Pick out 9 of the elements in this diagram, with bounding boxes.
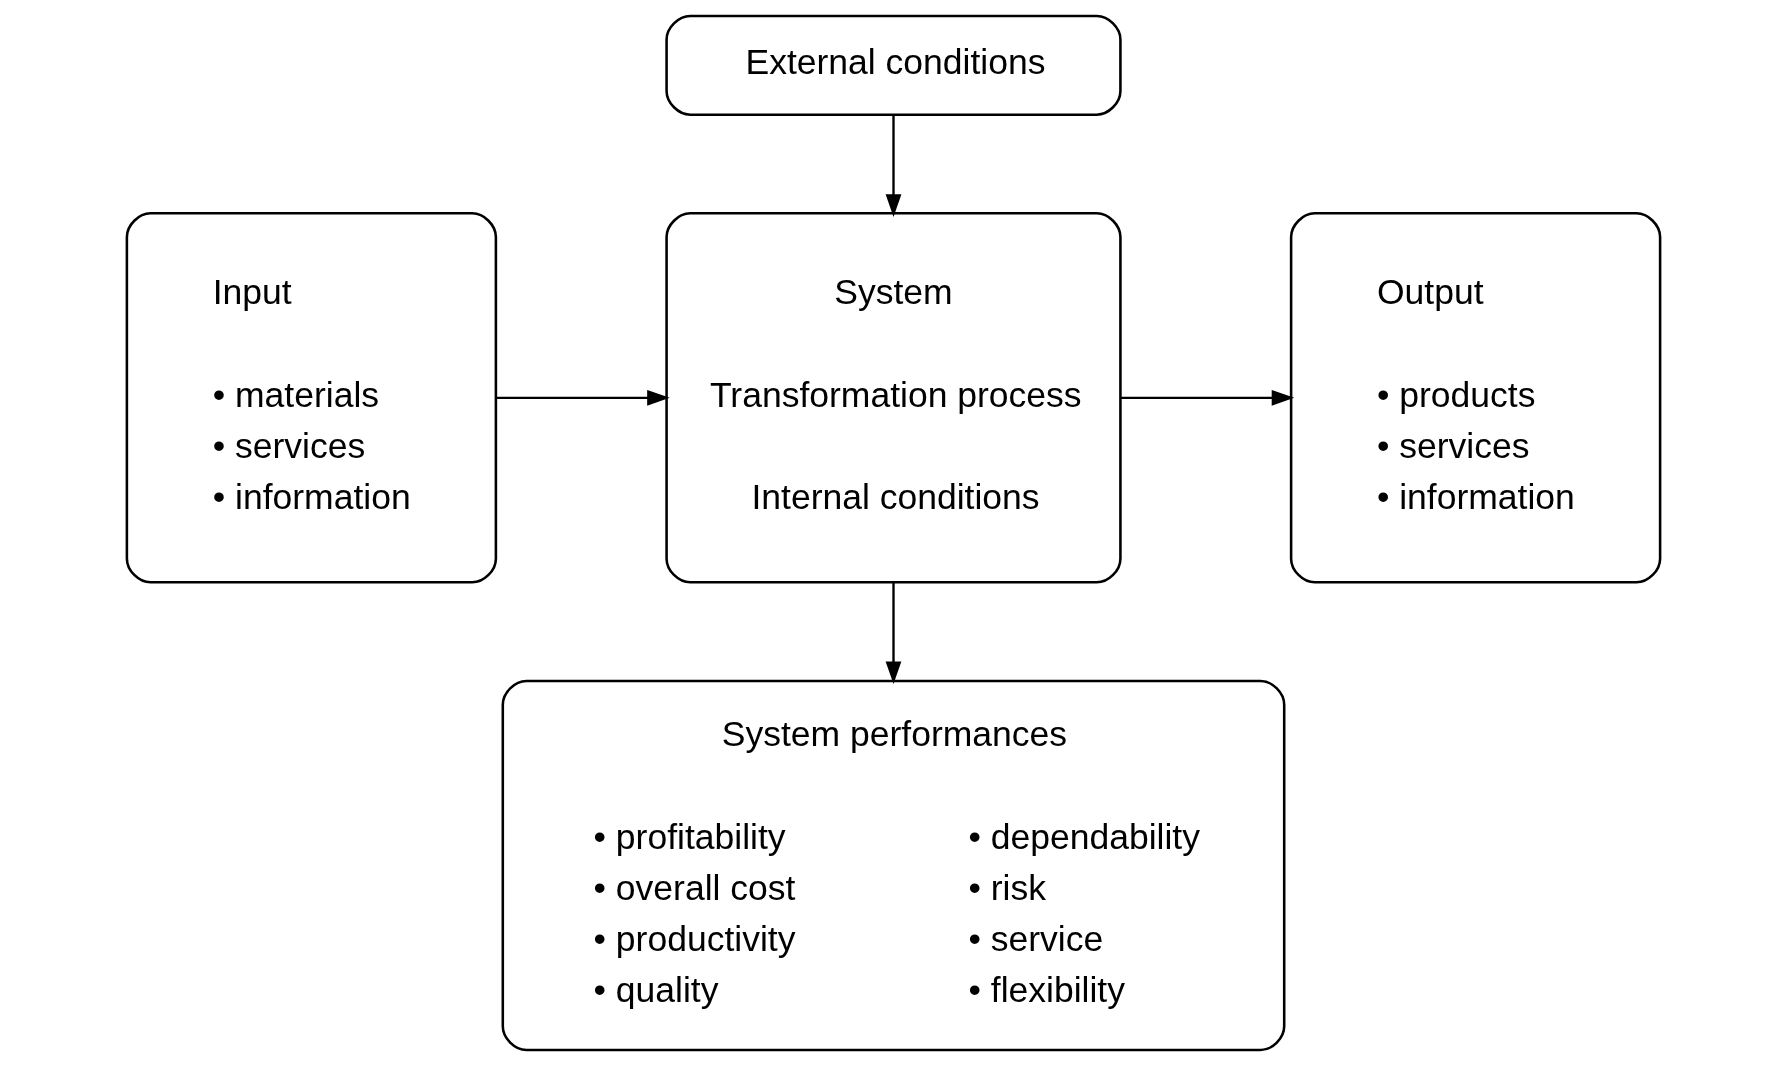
node-box: External conditions — [664, 14, 1122, 116]
node-box: Input • materials • services • information — [125, 212, 497, 584]
node-box: Output • products • services • information — [1289, 212, 1661, 584]
arrow — [885, 115, 901, 217]
arrow — [885, 582, 901, 684]
arrow — [1120, 389, 1294, 406]
arrow — [495, 389, 670, 406]
node-box: System Transformation process Internal conditions — [664, 212, 1122, 584]
node-box: System performances • profitability • dependability • overall cost • risk • productivity • service • quality • flexibility — [501, 679, 1285, 1052]
